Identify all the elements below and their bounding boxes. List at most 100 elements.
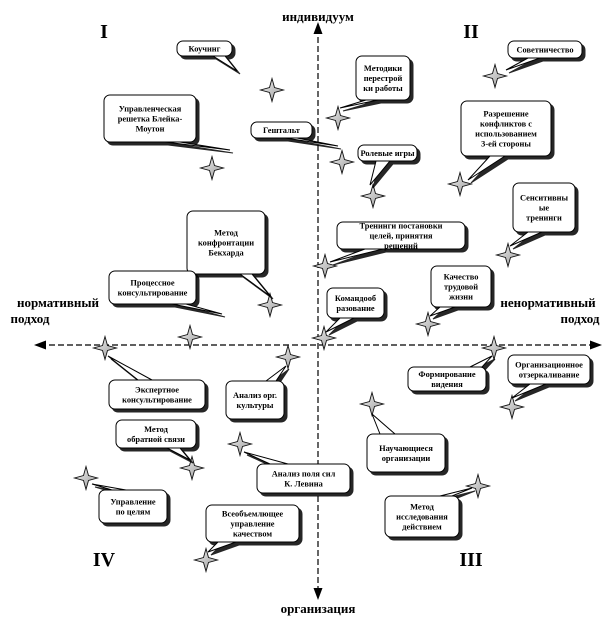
callout-label: Советничество [516, 46, 573, 55]
callout-label: Метод [144, 425, 168, 434]
callout-label: Гештальт [263, 126, 301, 135]
axis-label-bottom: организация [281, 601, 356, 616]
callout-label: обратной связи [127, 435, 185, 444]
callout-pointer [469, 355, 493, 368]
callout-label: Методики [364, 64, 402, 73]
callout-label: целей, принятия [369, 232, 433, 241]
callout-analiz-kultury: Анализ орг.культуры [225, 365, 287, 420]
callout-label: Сенситивны [520, 194, 569, 203]
callout-fill [257, 464, 350, 493]
axis-label-left-line2: подход [11, 311, 50, 326]
star-marker-icon [324, 104, 352, 132]
quadrant-iii: III [459, 549, 483, 571]
callout-label: Ролевые игры [360, 149, 415, 158]
callout-label: ые [539, 204, 550, 213]
callout-label: Научающиеся [379, 444, 433, 453]
callout-fill [356, 56, 410, 100]
callout-label: трудовой [444, 283, 478, 292]
callout-label: Организационное [515, 361, 583, 370]
callout-label: тренинги [526, 214, 562, 223]
callout-pointer [243, 451, 289, 465]
callout-label: Всеобъемлющее [222, 510, 283, 519]
callout-label: Моутон [136, 125, 165, 134]
callout-pointer [238, 273, 271, 297]
star-marker-icon [480, 334, 508, 362]
star-marker-icon [414, 310, 442, 338]
callout-sovetnichestvo: Советничество [505, 40, 583, 71]
callout-pointer [369, 160, 392, 186]
axis-label-right-line1: ненормативный [500, 295, 596, 310]
callout-pointer [91, 483, 127, 491]
horizontal-axis-arrow-right [590, 340, 602, 350]
star-marker-icon [464, 472, 492, 500]
callout-fill [385, 496, 459, 537]
callout-fill [251, 122, 312, 138]
axis-label-top: индивидуум [282, 9, 354, 24]
callout-pointer [166, 447, 191, 461]
callout-label: конфликтов с [480, 120, 532, 129]
vertical-axis-arrow-bottom [313, 588, 323, 600]
callout-fill [327, 288, 384, 318]
callout-label: Процессное [130, 279, 174, 288]
star-marker-icon [359, 182, 387, 210]
star-marker-icon [226, 430, 254, 458]
callout-fill [206, 505, 299, 542]
star-marker-icon [446, 170, 474, 198]
callout-label: перестрой [364, 74, 403, 83]
star-marker-icon [310, 324, 338, 352]
callout-fill [177, 41, 232, 56]
callout-label: Бекхарда [208, 249, 244, 258]
callout-fill [461, 101, 551, 156]
callout-label: действием [402, 523, 442, 532]
callout-pointer [505, 57, 541, 71]
quadrant-ii: II [463, 21, 479, 43]
star-marker-icon [498, 393, 526, 421]
star-marker-icon [274, 343, 302, 371]
callout-label: управление [230, 520, 274, 529]
callout-rolevye: Ролевые игры [357, 144, 418, 186]
callout-label: исследования [396, 513, 448, 522]
callout-fill [367, 434, 445, 472]
callout-pointer [511, 383, 547, 399]
callout-fill [508, 41, 582, 58]
callout-fill [508, 355, 590, 384]
callout-label: Формирование [418, 370, 475, 379]
callout-label: Экспертное [135, 386, 179, 395]
callout-label: Анализ поля сил [272, 470, 336, 479]
axes [34, 22, 602, 600]
callout-pointer [207, 541, 237, 553]
callout-label: 3-ей стороны [481, 140, 531, 149]
callout-label: консультирование [118, 289, 188, 298]
callout-label: Разрешение [483, 110, 528, 119]
callout-label: конфронтации [198, 239, 254, 248]
callout-fill [104, 95, 196, 142]
callout-label: культуры [237, 401, 274, 410]
callout-pointer [509, 231, 543, 247]
callout-fill [513, 183, 575, 232]
star-marker-icon [256, 291, 284, 319]
callout-label: Управленческая [119, 105, 182, 114]
axis-label-left-line1: нормативный [17, 295, 99, 310]
star-marker-icon [258, 76, 286, 104]
callout-pointer [264, 365, 287, 382]
callout-fill [408, 367, 486, 391]
callout-pointer [211, 55, 238, 72]
quadrant-i: I [100, 21, 108, 43]
callout-fill [99, 490, 167, 523]
quadrant-iv: IV [93, 549, 116, 571]
star-marker-icon [192, 546, 220, 574]
callout-label: К. Левина [284, 480, 323, 489]
callout-fill [431, 266, 491, 307]
callout-label: решетка Блейка- [118, 115, 183, 124]
callout-pointer [107, 355, 153, 381]
callout-label: Метод [214, 229, 238, 238]
